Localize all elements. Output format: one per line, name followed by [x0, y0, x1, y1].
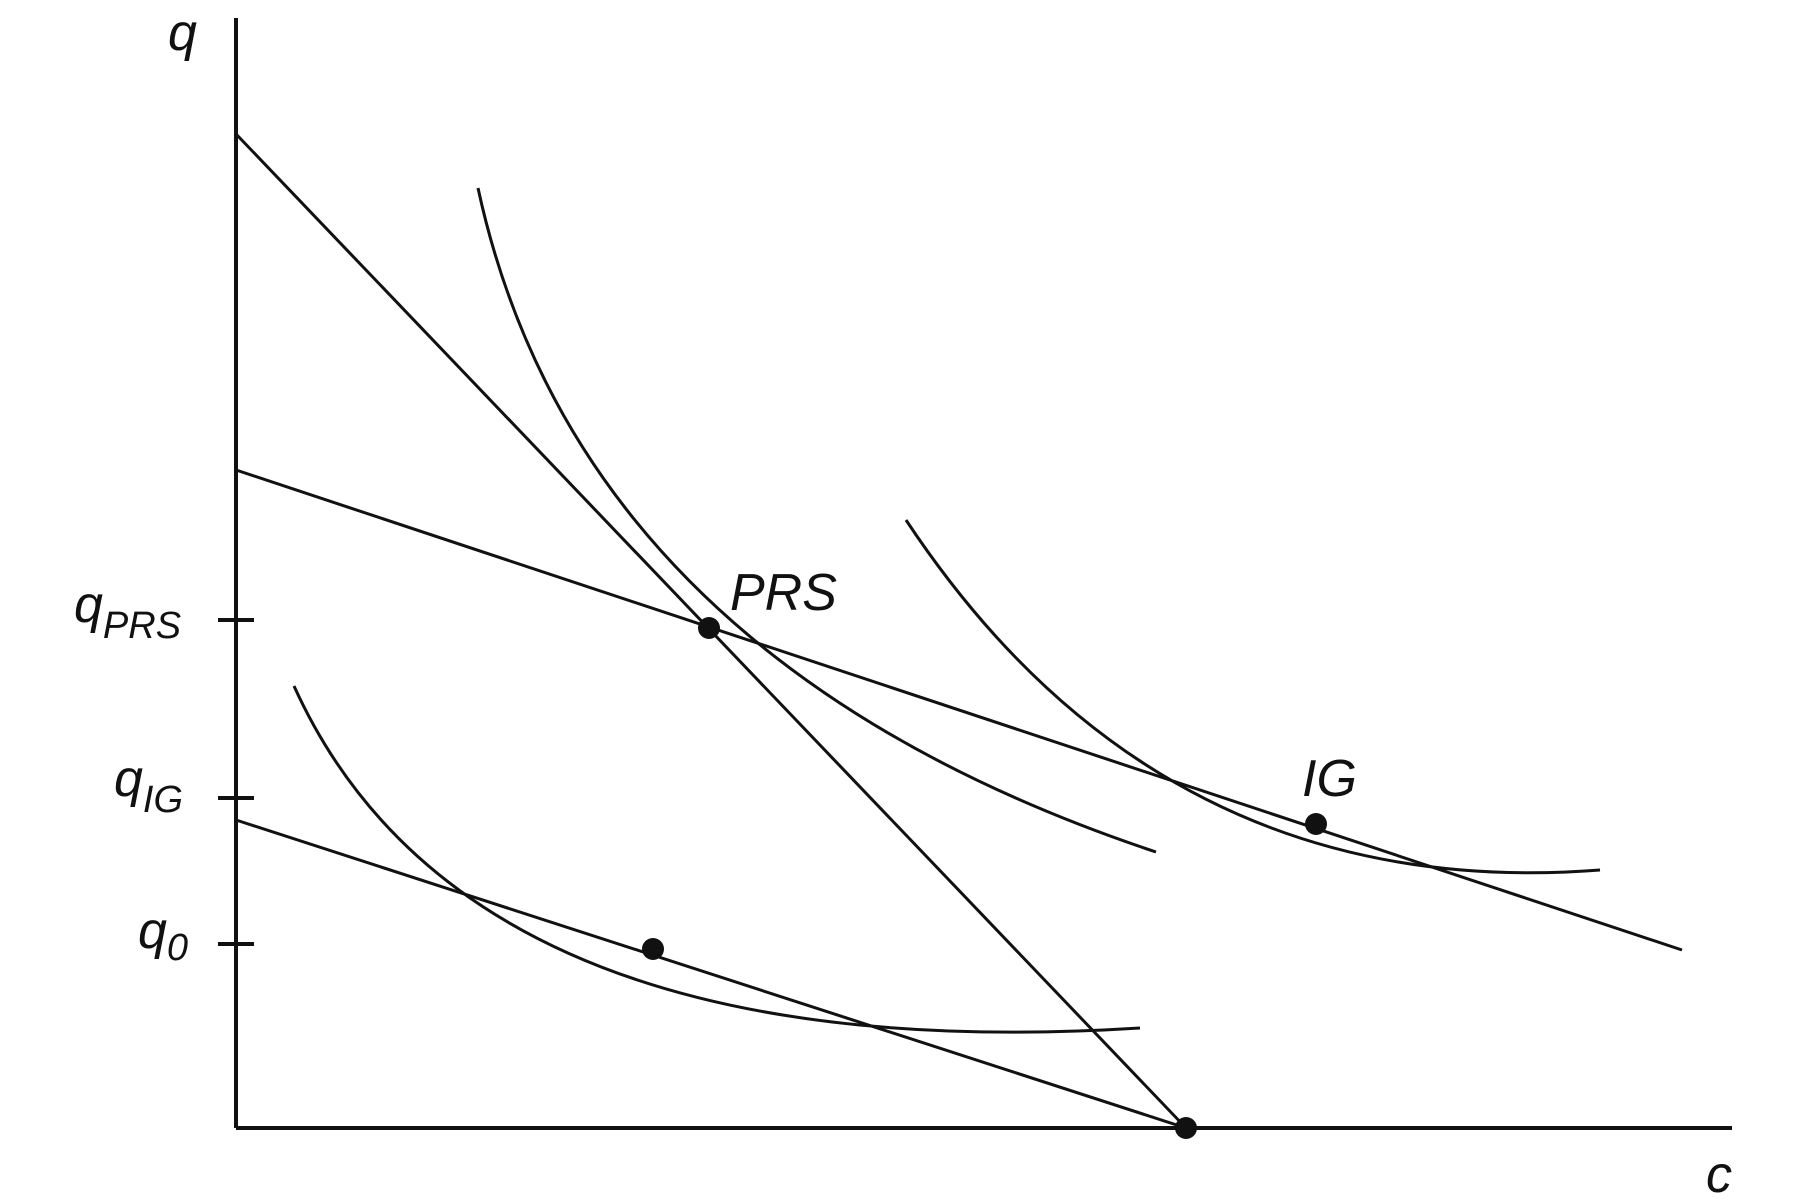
ig-label: IG — [1302, 750, 1357, 808]
q0-point — [642, 938, 664, 960]
indifference-curve-ig — [904, 519, 1601, 875]
indifference-curve-low — [292, 685, 1141, 1034]
tick-label-q-ig: qIG — [114, 750, 183, 821]
tick-label-q-prs: qPRS — [74, 576, 181, 647]
tick-label-q0: q0 — [138, 902, 188, 969]
x-intercept-point — [1175, 1117, 1197, 1139]
y-axis-label: q — [168, 4, 197, 62]
prs-label: PRS — [730, 564, 837, 622]
low-budget-line — [235, 818, 1187, 1130]
x-axis-label: c — [1706, 1146, 1732, 1200]
indifference-curve-prs — [476, 187, 1157, 854]
prs-point — [698, 617, 720, 639]
prs-tangent-line — [235, 468, 1683, 952]
ig-point — [1305, 813, 1327, 835]
